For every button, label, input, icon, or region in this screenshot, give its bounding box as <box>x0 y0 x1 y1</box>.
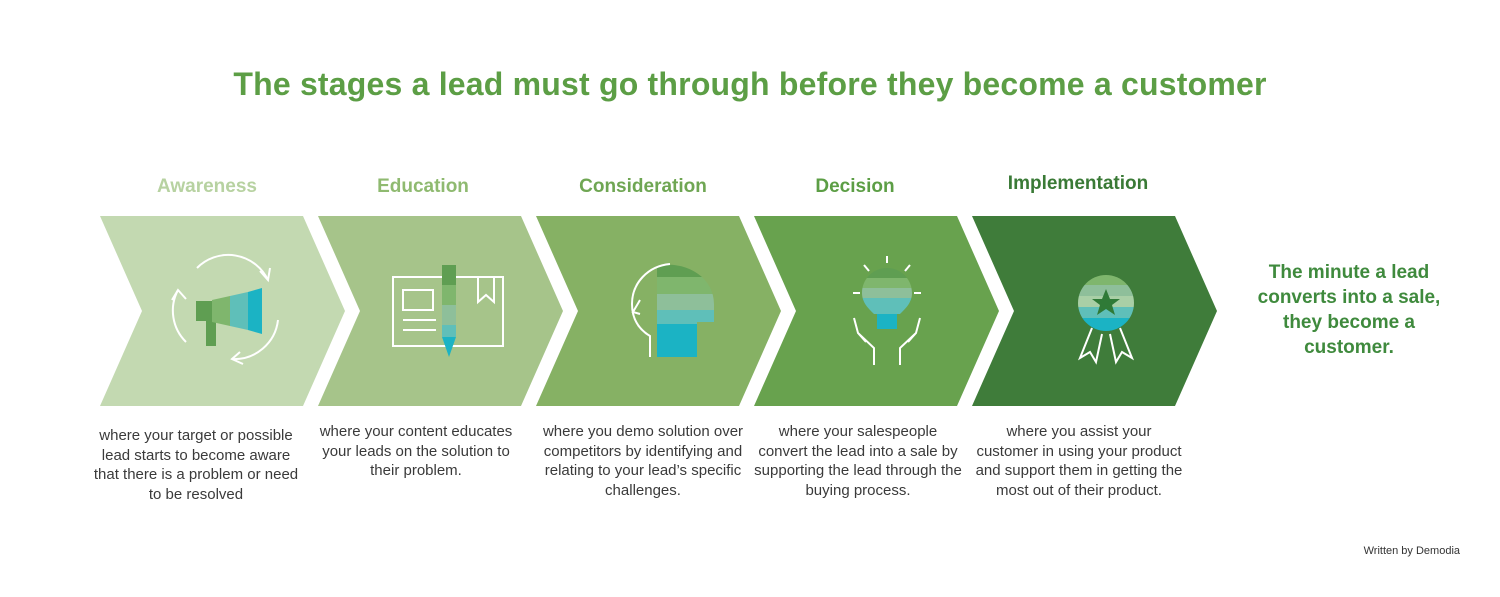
stage-description-education: where your content educates your leads o… <box>319 423 513 479</box>
stage-description-implementation: where you assist your customer in using … <box>975 423 1183 499</box>
book-pencil-icon <box>392 265 504 357</box>
stage-title-decision: Decision <box>815 176 895 197</box>
credit-text: Written by Demodia <box>1363 545 1460 557</box>
stage-title-awareness: Awareness <box>157 176 257 197</box>
page-title: The stages a lead must go through before… <box>233 66 1267 102</box>
lightbulb-hands-icon <box>853 256 921 365</box>
stage-description-consideration: where you demo solution over competitors… <box>542 423 744 499</box>
chevron-education <box>318 216 563 406</box>
stage-title-consideration: Consideration <box>579 176 707 197</box>
award-ribbon-icon <box>1077 275 1135 365</box>
stage-title-education: Education <box>377 176 469 197</box>
final-message: The minute a lead converts into a sale, … <box>1257 262 1441 358</box>
stage-title-implementation: Implementation <box>1007 173 1149 194</box>
stage-description-awareness: where your target or possible lead start… <box>93 427 299 503</box>
megaphone-refresh-icon <box>171 253 279 365</box>
stage-description-decision: where your salespeople convert the lead … <box>754 423 962 499</box>
